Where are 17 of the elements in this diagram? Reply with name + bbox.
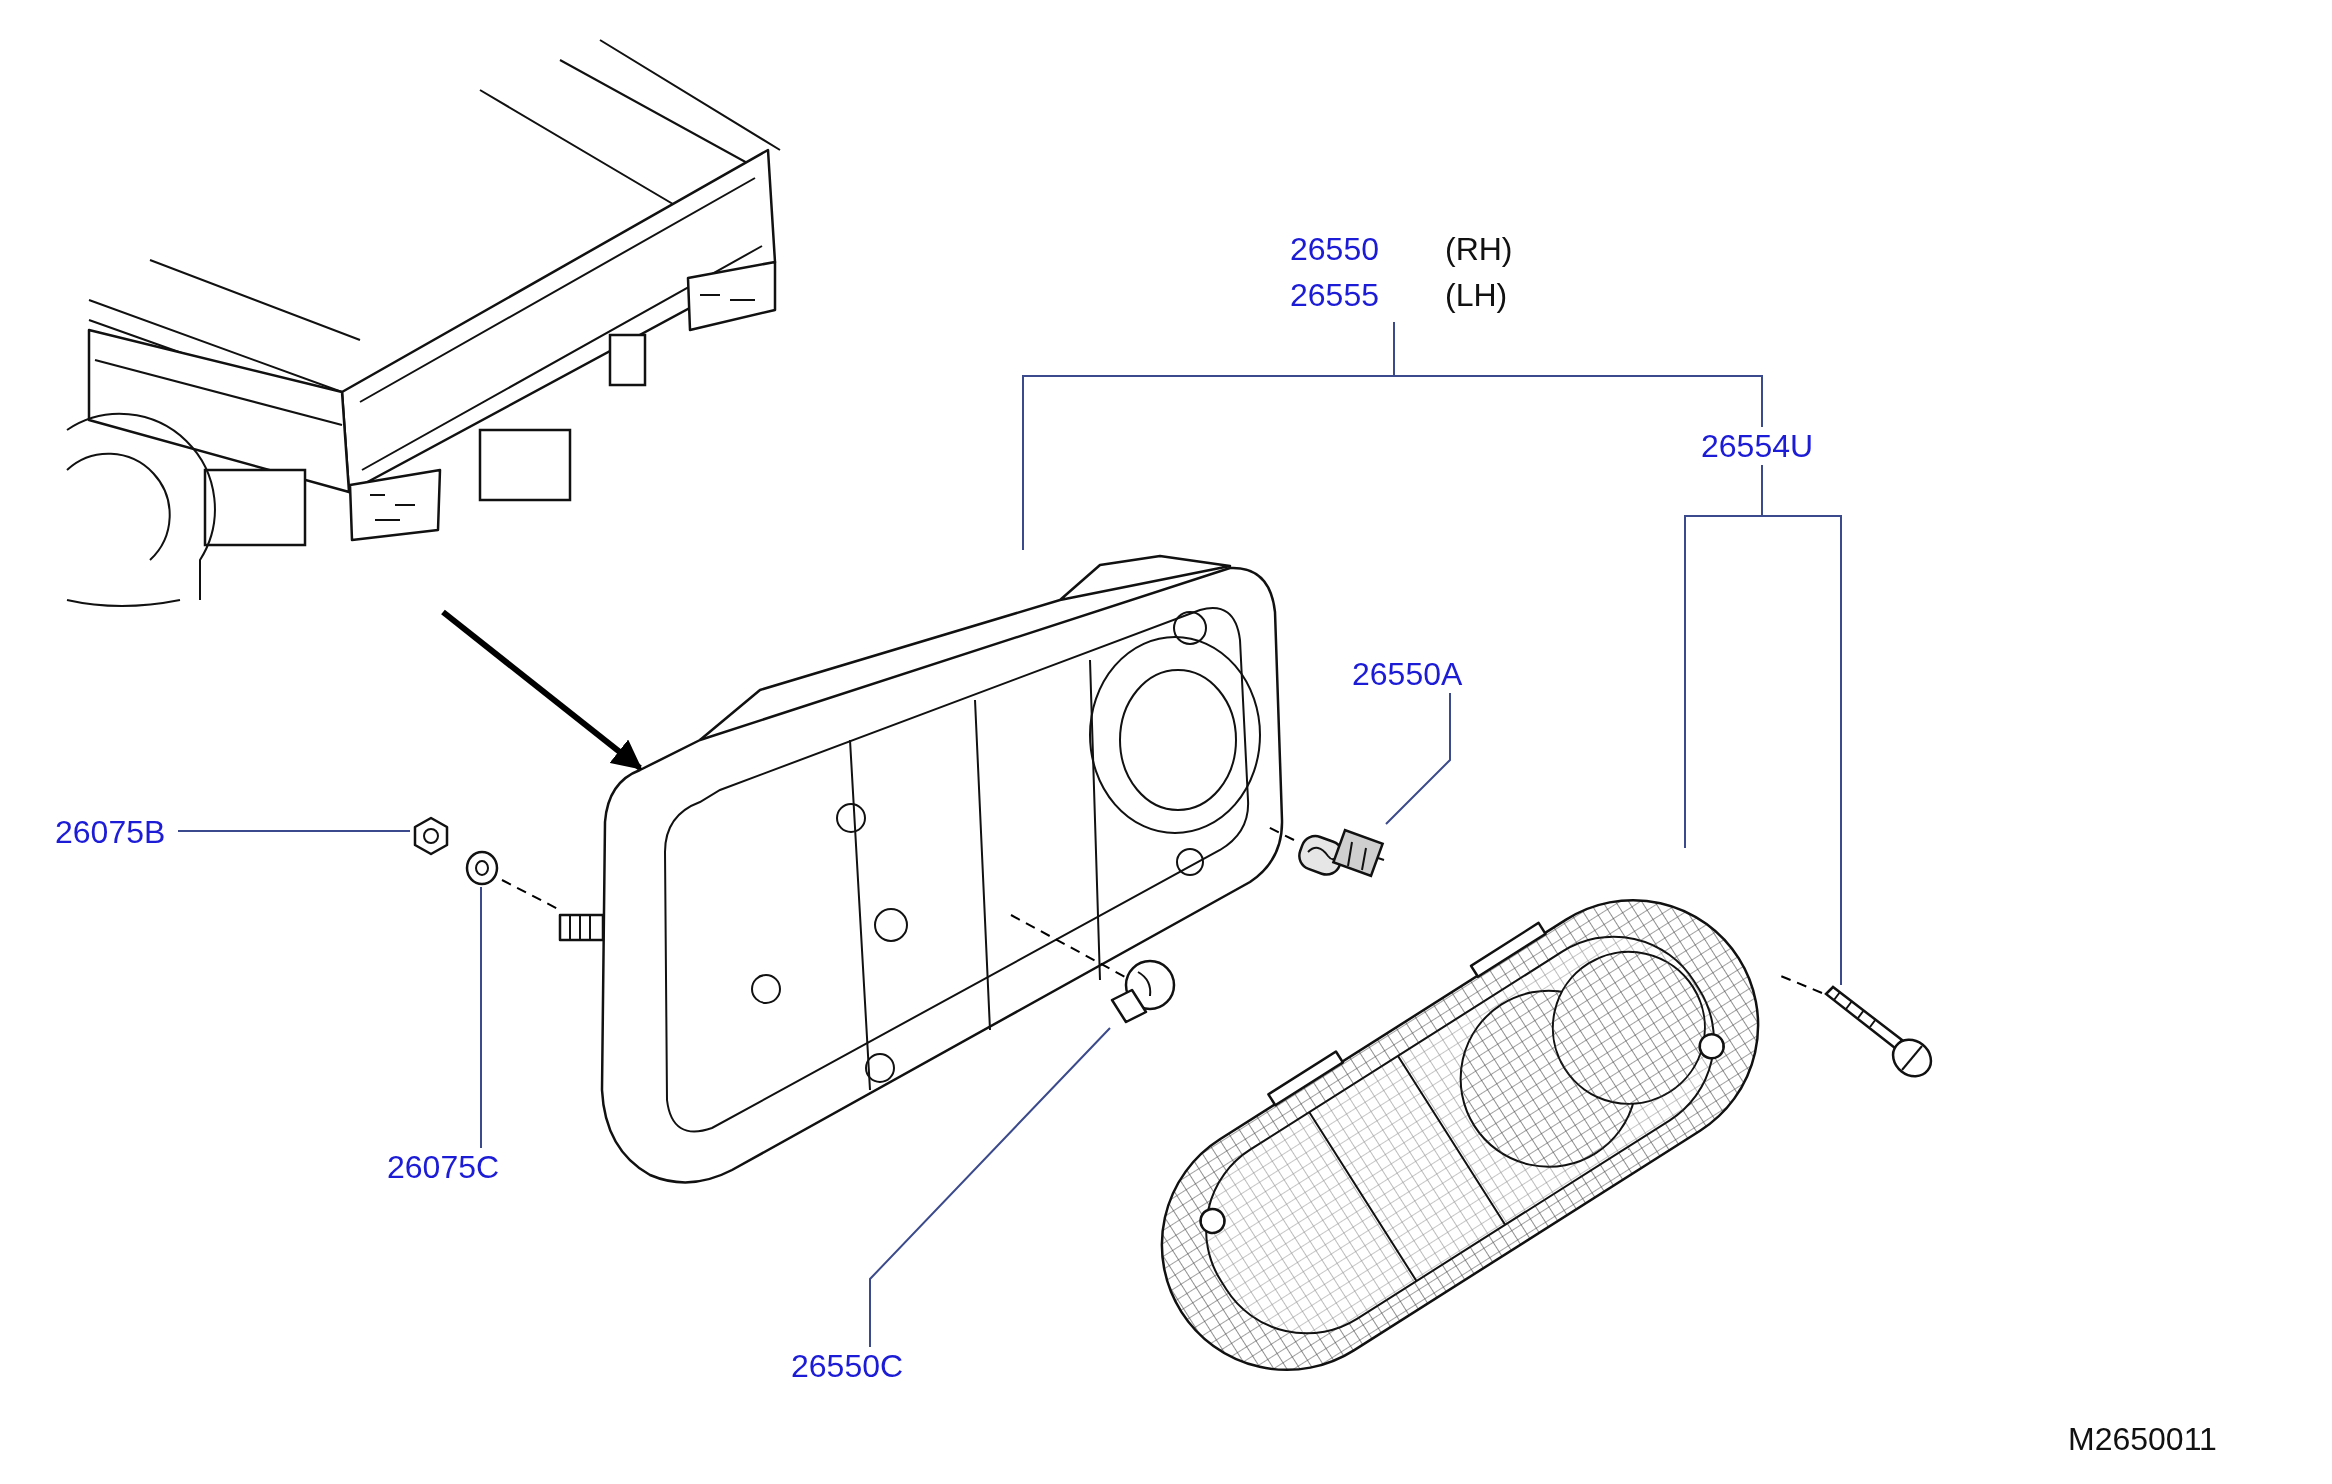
part-number: 26075C bbox=[387, 1148, 500, 1186]
drawing-number: M2650011 bbox=[2068, 1420, 2217, 1458]
part-number: 26554U bbox=[1701, 427, 1814, 465]
leader-line bbox=[1385, 692, 1451, 825]
side-note: (RH) bbox=[1445, 230, 1513, 268]
leader-line bbox=[1393, 321, 1763, 428]
part-number: 26550 bbox=[1290, 230, 1379, 268]
part-number: 26550A bbox=[1352, 655, 1463, 693]
part-number: 26555 bbox=[1290, 276, 1379, 314]
leader-line bbox=[869, 1027, 1111, 1348]
leader-line bbox=[1761, 464, 1842, 986]
part-number: 26550C bbox=[791, 1347, 904, 1385]
side-note: (LH) bbox=[1445, 276, 1509, 314]
leader-line bbox=[177, 830, 411, 832]
arrow bbox=[441, 609, 643, 771]
part-number: 26075B bbox=[55, 813, 166, 851]
leader-line bbox=[480, 886, 482, 1149]
